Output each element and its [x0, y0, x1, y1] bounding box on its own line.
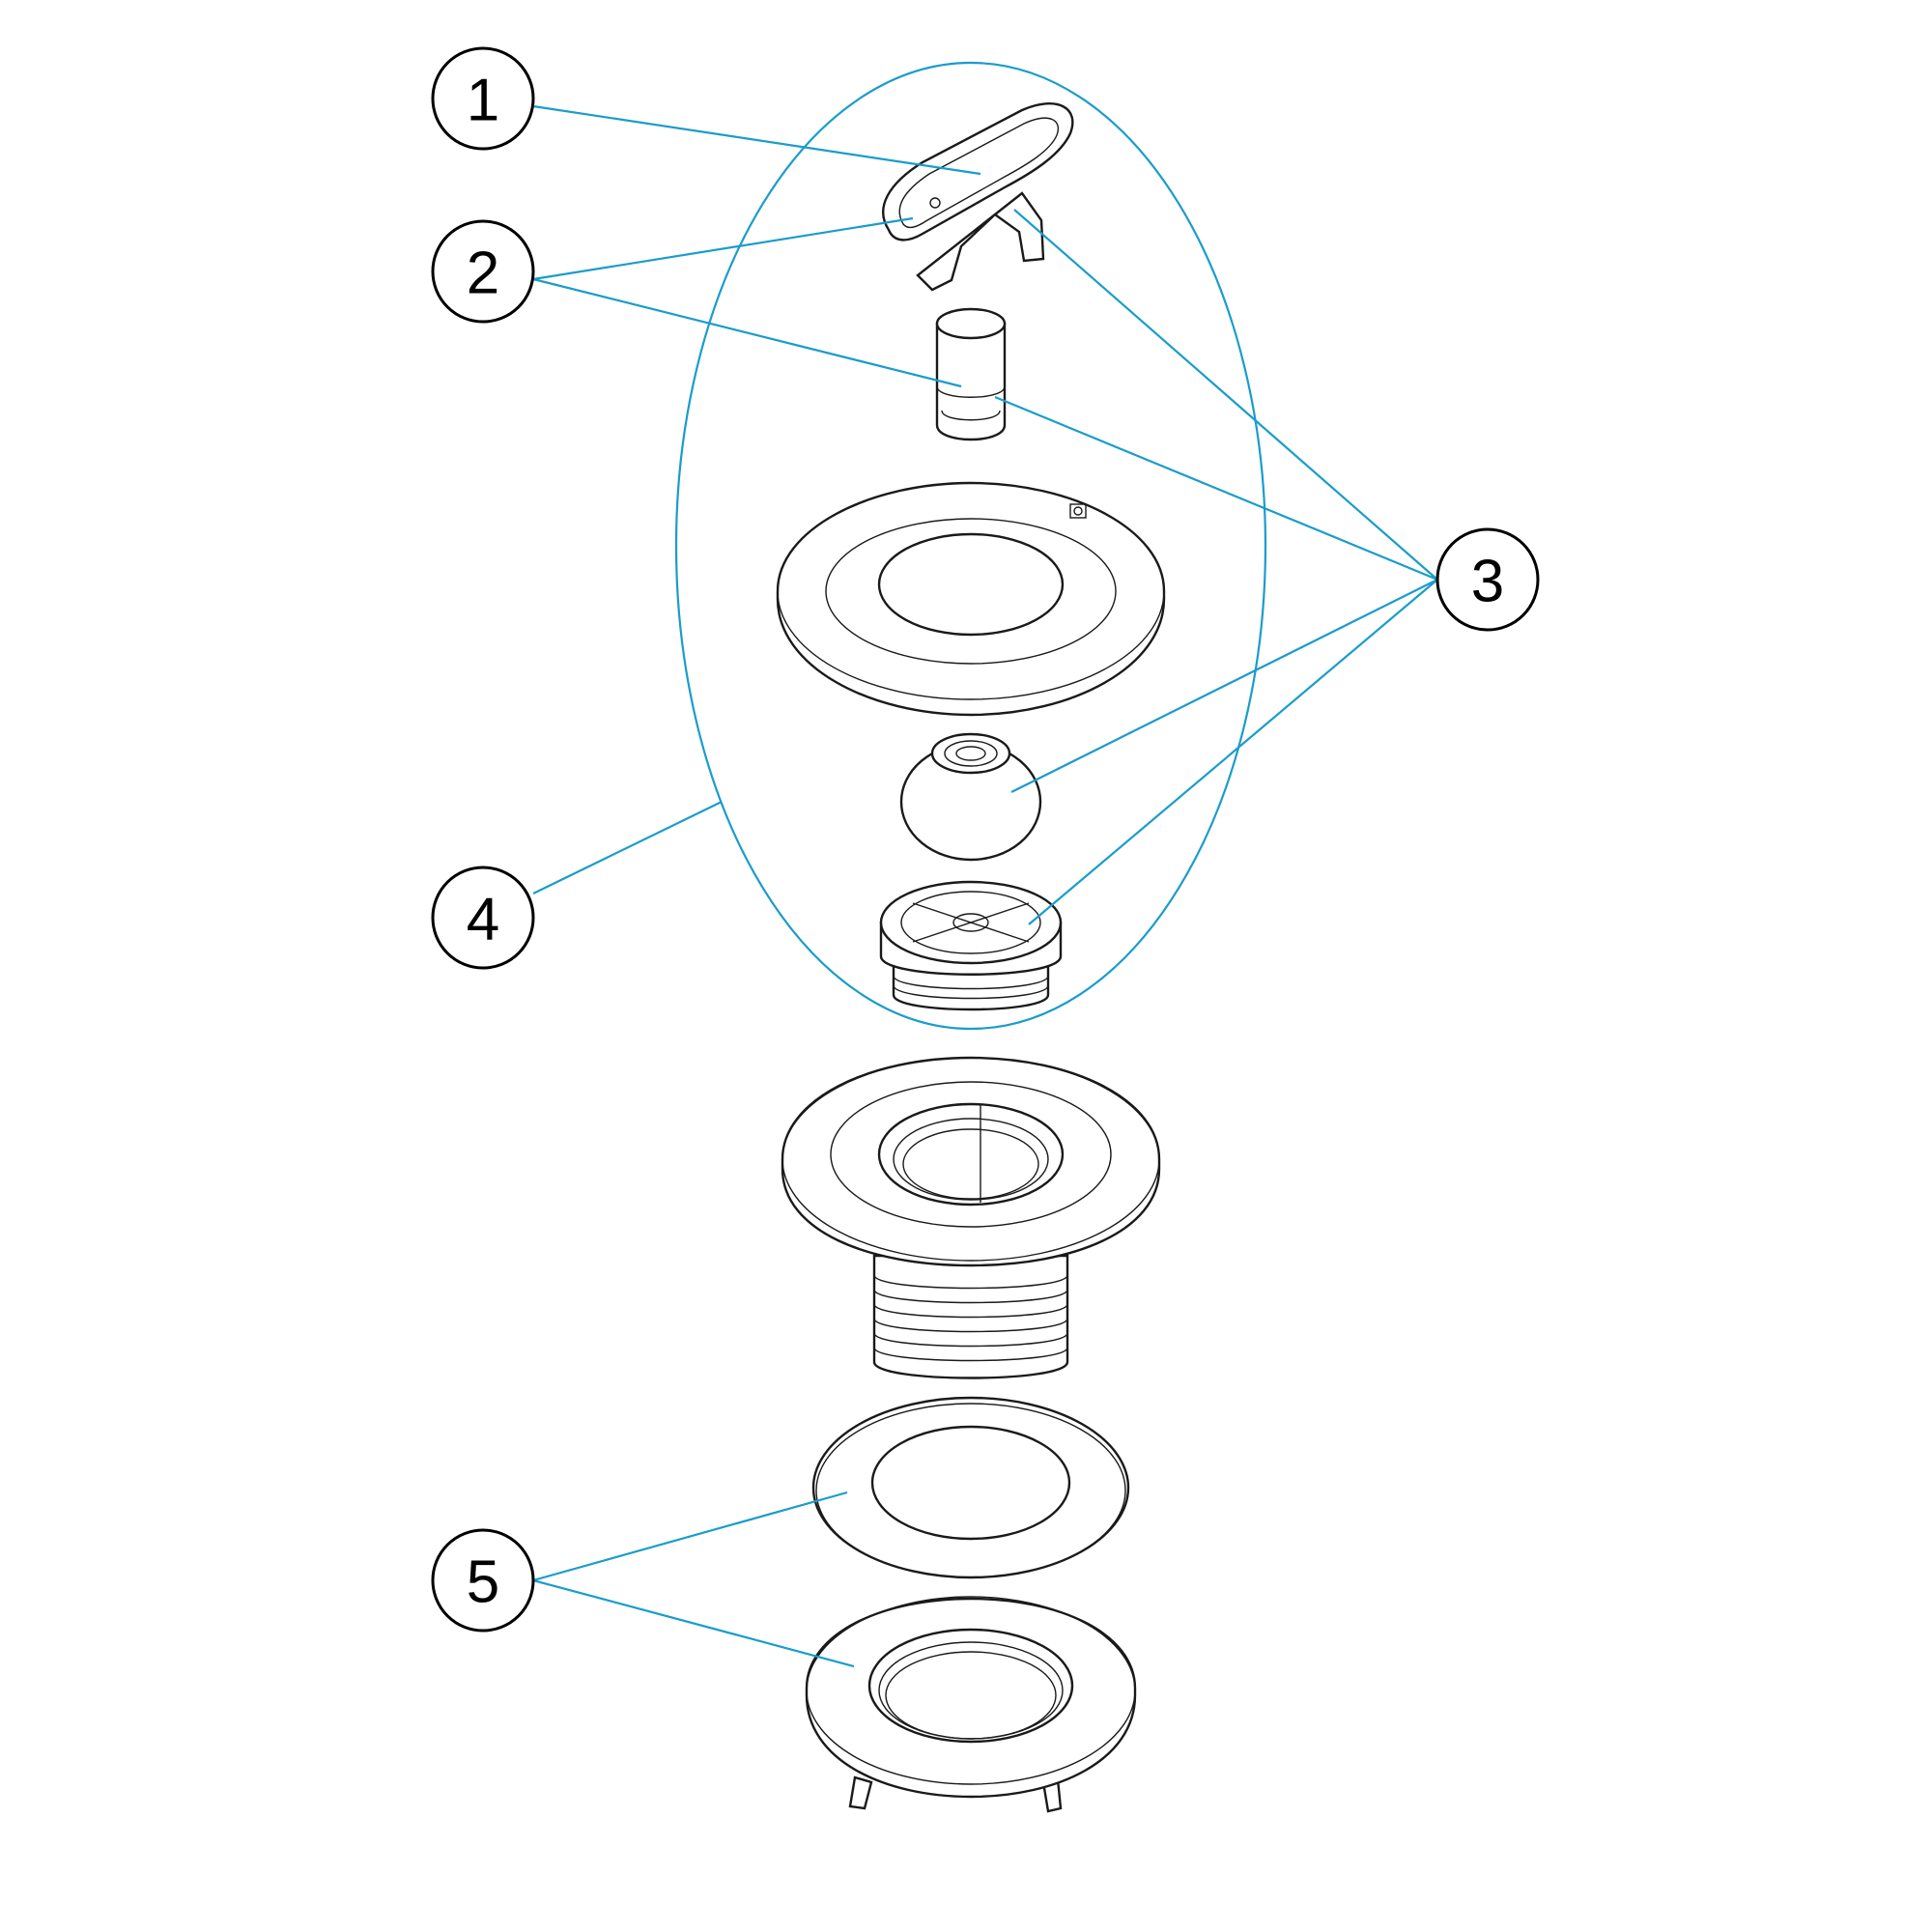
part-wall-fitting — [781, 1056, 1161, 1379]
svg-text:1: 1 — [467, 68, 499, 134]
leader-4 — [532, 801, 723, 895]
leader-1 — [532, 104, 981, 176]
part-ball — [899, 732, 1042, 862]
leader-5a — [532, 1491, 848, 1582]
part-key-handle — [882, 102, 1074, 292]
leader-lines — [532, 104, 1438, 1668]
svg-text:2: 2 — [467, 241, 499, 307]
leader-3c — [1010, 579, 1438, 793]
callout-3: 3 — [1435, 527, 1540, 632]
part-retainer-insert — [879, 880, 1063, 1011]
callout-4: 4 — [431, 866, 535, 970]
assembly-group-outline — [674, 61, 1267, 1031]
leader-3d — [1028, 579, 1438, 925]
leader-2b — [532, 277, 962, 388]
callout-1: 1 — [431, 46, 535, 151]
svg-text:4: 4 — [467, 887, 499, 953]
part-gasket — [811, 1396, 1130, 1579]
svg-text:5: 5 — [467, 1549, 499, 1616]
svg-text:3: 3 — [1471, 549, 1504, 615]
callout-2: 2 — [431, 219, 535, 324]
leader-5b — [532, 1578, 855, 1668]
part-locking-nut — [805, 1596, 1137, 1813]
callout-5: 5 — [431, 1528, 535, 1633]
part-pin — [935, 307, 1007, 441]
leader-2a — [532, 216, 914, 281]
leader-3b — [994, 395, 1438, 582]
part-cover-plate — [776, 481, 1166, 717]
leader-3a — [1013, 209, 1438, 581]
